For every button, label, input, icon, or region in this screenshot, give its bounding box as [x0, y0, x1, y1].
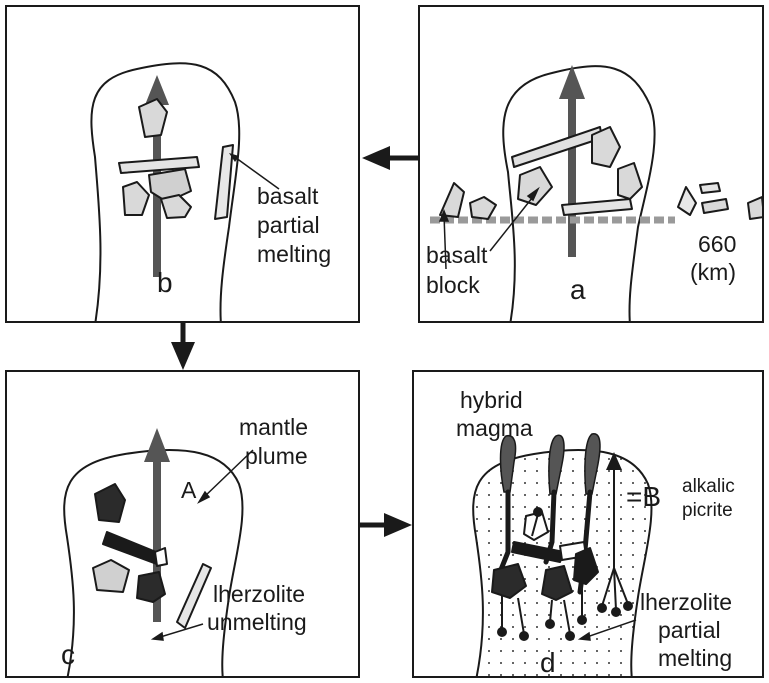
- basalt-block: [95, 484, 125, 522]
- panel-letter-a: a: [570, 274, 586, 305]
- panel-a-graphic: basalt block 660 (km) a: [420, 7, 764, 323]
- label-alkalic: alkalic: [682, 476, 735, 497]
- basalt-block: [123, 182, 149, 215]
- label-picrite: picrite: [682, 500, 733, 521]
- basalt-block: [177, 564, 211, 628]
- basalt-block: [748, 197, 764, 219]
- panel-d: hybrid magma =B alkalic picrite lherzoli…: [412, 370, 764, 678]
- label-basalt: basalt: [426, 242, 488, 268]
- basalt-block: [702, 199, 728, 213]
- basalt-block: [678, 187, 696, 215]
- label-lherzolite: lherzolite: [213, 581, 305, 607]
- panel-b: basalt partial melting b: [5, 5, 360, 323]
- label-eqB: =B: [626, 481, 661, 512]
- basalt-block: [161, 195, 191, 218]
- label-km: (km): [690, 259, 736, 285]
- panel-b-graphic: basalt partial melting b: [7, 7, 360, 323]
- label-partial: partial: [257, 212, 320, 238]
- label-hybrid: hybrid: [460, 387, 523, 413]
- panel-letter-c: c: [61, 639, 75, 670]
- upwelling-arrow: [559, 65, 585, 257]
- label-mantle: mantle: [239, 414, 308, 440]
- basalt-block: [137, 572, 165, 602]
- basalt-block: [700, 183, 720, 193]
- panel-letter-b: b: [157, 267, 173, 298]
- basalt-block: [155, 548, 167, 566]
- arrow-b-to-c: [171, 323, 195, 370]
- label-basalt: basalt: [257, 183, 319, 209]
- basalt-block: [103, 532, 161, 564]
- basalt-block: [215, 145, 233, 219]
- label-melting: melting: [257, 241, 331, 267]
- label-plume: plume: [245, 443, 308, 469]
- basalt-block: [119, 157, 199, 173]
- label-660: 660: [698, 231, 736, 257]
- panel-c: mantle plume A lherzolite unmelting c: [5, 370, 360, 678]
- basalt-blocks: [119, 99, 233, 219]
- label-lherzolite: lherzolite: [640, 589, 732, 615]
- basalt-block: [470, 197, 496, 219]
- arrow-c-to-d: [360, 513, 412, 537]
- label-partial: partial: [658, 617, 721, 643]
- basalt-blocks: [93, 484, 211, 628]
- arrow-a-to-b: [362, 146, 418, 170]
- basalt-block: [512, 127, 602, 167]
- panel-letter-d: d: [540, 647, 556, 678]
- panel-d-graphic: hybrid magma =B alkalic picrite lherzoli…: [414, 372, 764, 678]
- label-unmelting: unmelting: [207, 609, 307, 635]
- panel-c-graphic: mantle plume A lherzolite unmelting c: [7, 372, 360, 678]
- basalt-blocks: [440, 127, 764, 219]
- label-A: A: [181, 477, 197, 503]
- basalt-block: [518, 167, 552, 205]
- basalt-block: [592, 127, 620, 167]
- label-magma: magma: [456, 415, 533, 441]
- label-melting: melting: [658, 645, 732, 671]
- basalt-block: [618, 163, 642, 199]
- panel-a: basalt block 660 (km) a: [418, 5, 764, 323]
- label-block: block: [426, 272, 480, 298]
- basalt-block: [93, 560, 129, 592]
